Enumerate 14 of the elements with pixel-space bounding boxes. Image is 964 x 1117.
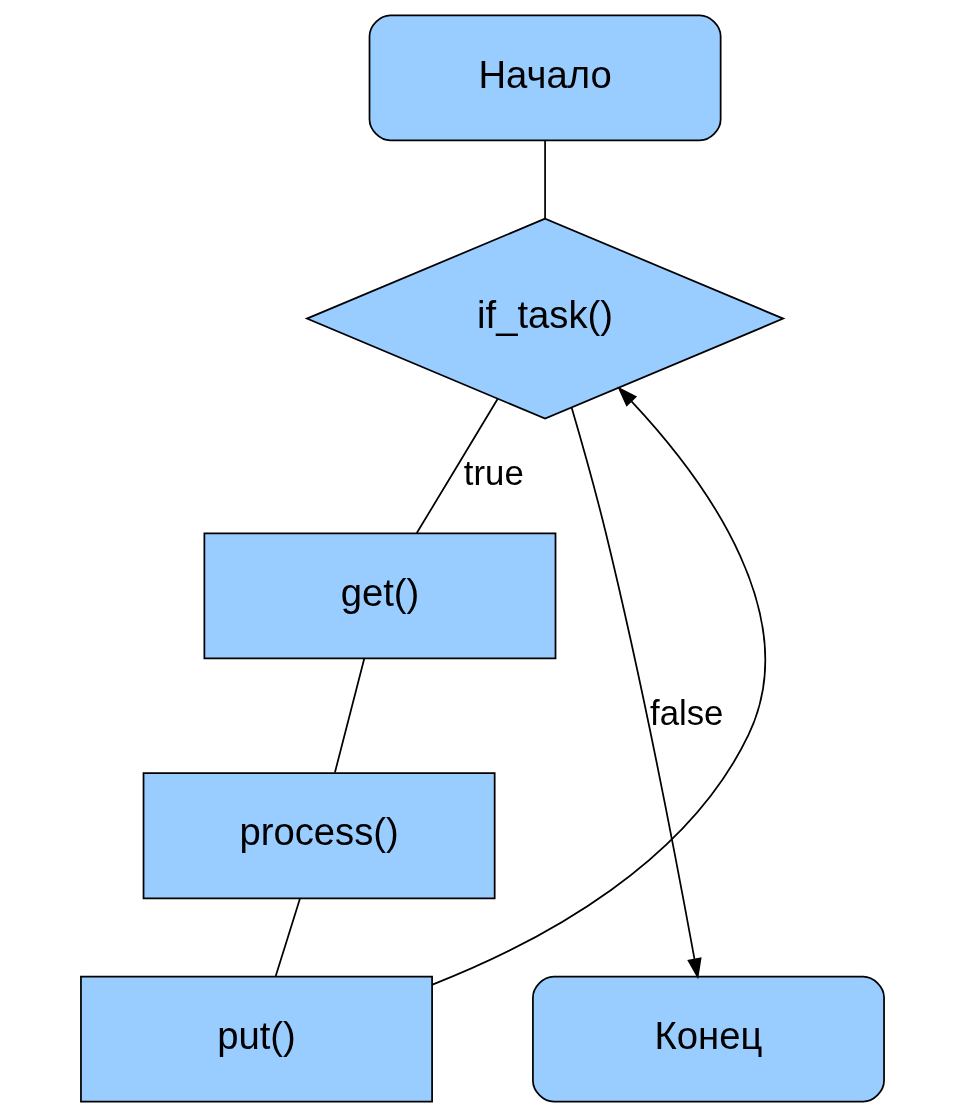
node-box: get() — [203, 532, 556, 660]
node-box: Конец — [531, 975, 885, 1103]
edge-label: false — [649, 693, 723, 732]
arrow — [570, 406, 702, 980]
node-box: Начало — [368, 14, 721, 142]
node-diamond: if_task() — [304, 217, 785, 420]
connector — [543, 139, 546, 220]
node-box: process() — [142, 772, 496, 900]
connector — [415, 397, 499, 534]
connector — [274, 897, 301, 977]
node-box: put() — [79, 975, 433, 1103]
connector — [333, 657, 365, 774]
arrow — [431, 386, 766, 986]
edge-label: true — [463, 453, 524, 492]
